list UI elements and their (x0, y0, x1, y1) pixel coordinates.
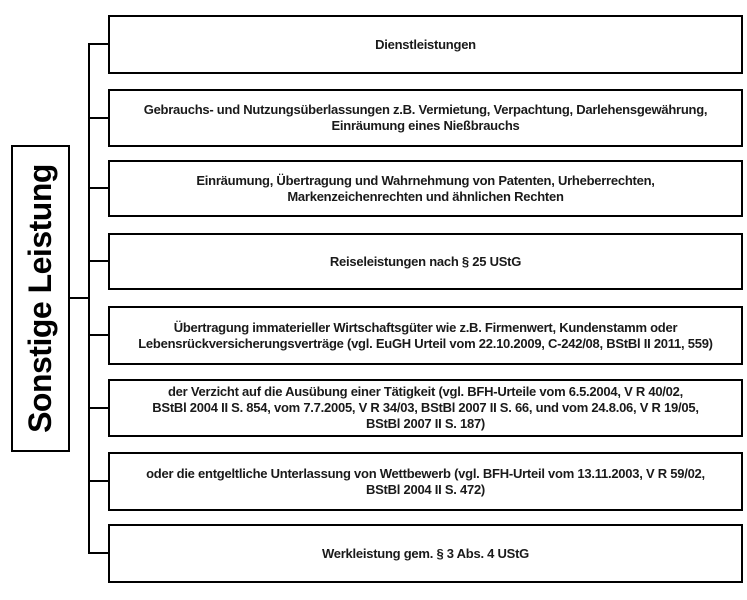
connector-stub-wettbewerb (88, 480, 108, 482)
box-text-line: Übertragung immaterieller Wirtschaftsgüt… (173, 319, 678, 335)
box-text-line: Markenzeichenrechten und ähnlichen Recht… (287, 188, 564, 204)
box-text-line: Dienstleistungen (375, 36, 476, 52)
connector-stub-verzicht (88, 407, 108, 409)
box-text-line: Einräumung eines Nießbrauchs (331, 118, 520, 133)
box-verzicht-taetigkeit: der Verzicht auf die Ausübung einer Täti… (108, 379, 743, 437)
box-text-line: BStBl 2007 II S. 187) (365, 416, 486, 431)
connector-stub-reiseleistungen (88, 260, 108, 262)
box-text-line: Einräumung, Übertragung und Wahrnehmung … (196, 172, 655, 188)
box-text-line: BStBl 2004 II S. 472) (365, 481, 486, 497)
connector-stub-wirtschaftsgueter (88, 334, 108, 336)
box-text-line: Gebrauchs- und Nutzungsüberlassungen z.B… (143, 102, 708, 117)
connector-stub-patente (88, 187, 108, 189)
box-text-line: Lebensrückversicherungsverträge (vgl. Eu… (138, 335, 713, 351)
root-node-sonstige-leistung: Sonstige Leistung (11, 145, 70, 452)
connector-root-to-trunk (70, 297, 89, 299)
box-werkleistung: Werkleistung gem. § 3 Abs. 4 UStG (108, 524, 743, 583)
box-patente-urheberrechte: Einräumung, Übertragung und Wahrnehmung … (108, 160, 743, 217)
root-node-label: Sonstige Leistung (22, 164, 58, 433)
box-immaterielle-wirtschaftsgueter: Übertragung immaterieller Wirtschaftsgüt… (108, 306, 743, 365)
box-text-line: der Verzicht auf die Ausübung einer Täti… (167, 384, 683, 399)
connector-stub-gebrauchsueberlassungen (88, 117, 108, 119)
box-text-line: Werkleistung gem. § 3 Abs. 4 UStG (321, 545, 530, 561)
box-dienstleistungen: Dienstleistungen (108, 15, 743, 74)
box-text-line: BStBl 2004 II S. 854, vom 7.7.2005, V R … (152, 400, 699, 415)
box-gebrauchs-nutzungsueberlassungen: Gebrauchs- und Nutzungsüberlassungen z.B… (108, 89, 743, 147)
box-text-line: Reiseleistungen nach § 25 UStG (329, 253, 522, 269)
connector-stub-werkleistung (88, 552, 108, 554)
connector-trunk (88, 43, 90, 554)
box-text-line: oder die entgeltliche Unterlassung von W… (146, 465, 705, 481)
box-reiseleistungen: Reiseleistungen nach § 25 UStG (108, 233, 743, 290)
connector-stub-dienstleistungen (88, 43, 108, 45)
box-unterlassung-wettbewerb: oder die entgeltliche Unterlassung von W… (108, 452, 743, 511)
